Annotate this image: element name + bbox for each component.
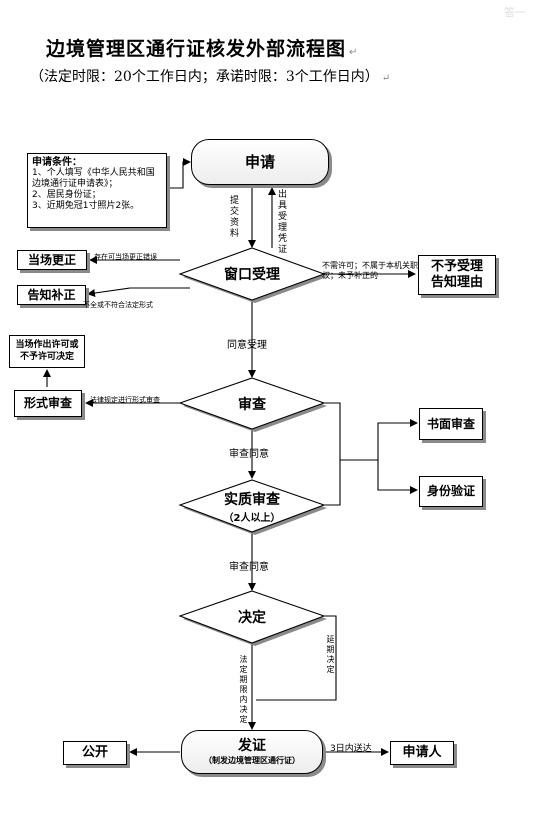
label-agree-accept: 同意受理	[227, 340, 267, 351]
node-issue-label: 发证	[238, 738, 266, 755]
label-errors-correctable: 存在可当场更正错误	[94, 253, 157, 261]
edge-substantive-branch	[324, 460, 341, 506]
label-issue-receipt: 出具受理凭证	[277, 190, 287, 255]
edge-review-branch	[324, 402, 364, 461]
node-applicant: 申请人	[390, 741, 454, 765]
conditions-heading: 申请条件：	[32, 157, 82, 168]
diamond-substantive	[178, 479, 326, 533]
diamond-accept	[178, 247, 326, 301]
edge-accept-to-supplement	[87, 287, 190, 297]
condition-item-2: 2、居民身份证；	[32, 190, 101, 200]
label-review-agree-2: 审查同意	[229, 562, 269, 573]
node-reject: 不予受理 告知理由	[418, 255, 496, 295]
node-notify-supplement: 告知补正	[17, 285, 86, 305]
diamond-review	[178, 377, 326, 430]
edge-decision-extend	[256, 615, 337, 701]
node-substantive-note: （2人以上）	[223, 512, 281, 524]
node-issue-note: （制发边境管理区通行证）	[204, 755, 300, 765]
node-on-site-correct: 当场更正	[17, 250, 87, 270]
label-formal-condition: 法律规定进行形式审查	[90, 396, 160, 404]
label-not-required: 不需许可；不属于本机关职权；未予补正的	[322, 261, 418, 280]
node-public: 公开	[63, 741, 127, 765]
condition-item-1: 1、个人填写《中华人民共和国边境通行证申请表》；	[32, 168, 155, 189]
node-written-review: 书面审查	[419, 408, 483, 440]
edge-conditions-to-apply	[167, 158, 191, 189]
node-window-accept: 窗口受理	[224, 267, 280, 283]
label-statutory-decision: 法定期限内决定	[239, 655, 248, 724]
paragraph-mark-2: ↵	[381, 73, 391, 84]
node-decide-on-site: 当场作出许可或 不予许可决定	[9, 335, 85, 368]
watermark: 答一	[504, 6, 526, 19]
page-subtitle-text: （法定时限：20个工作日内；承诺时限：3个工作日内）	[30, 69, 379, 85]
label-submit-materials: 提交资料	[229, 196, 239, 239]
edge-branch-to-identity	[377, 460, 418, 494]
node-apply: 申请	[191, 139, 329, 185]
label-extend-decision: 延期决定	[326, 635, 335, 674]
diamond-decision	[178, 590, 326, 644]
node-decision: 决定	[238, 610, 266, 626]
node-substantive-label: 实质审查	[224, 491, 280, 508]
node-review: 审查	[238, 397, 266, 413]
label-deliver-3days: 3日内送达	[330, 744, 372, 754]
node-substantive: 实质审查 （2人以上）	[200, 489, 304, 524]
page-title: 边境管理区通行证核发外部流程图↵	[46, 34, 358, 61]
paragraph-mark: ↵	[349, 47, 359, 58]
node-identity-verify: 身份验证	[419, 476, 483, 507]
label-review-agree-1: 审查同意	[229, 449, 269, 460]
application-conditions-box: 申请条件： 1、个人填写《中华人民共和国边境通行证申请表》； 2、居民身份证； …	[27, 153, 167, 228]
edge-branch-to-written	[364, 419, 418, 461]
condition-item-3: 3、近期免冠1寸照片2张。	[32, 201, 140, 211]
node-formal-review: 形式审查	[14, 390, 82, 417]
page-title-text: 边境管理区通行证核发外部流程图	[46, 38, 347, 60]
label-incomplete: 不全或不符合法定形式	[83, 301, 153, 309]
node-issue: 发证 （制发边境管理区通行证）	[181, 730, 323, 774]
page-subtitle: （法定时限：20个工作日内；承诺时限：3个工作日内）↵	[30, 66, 390, 86]
